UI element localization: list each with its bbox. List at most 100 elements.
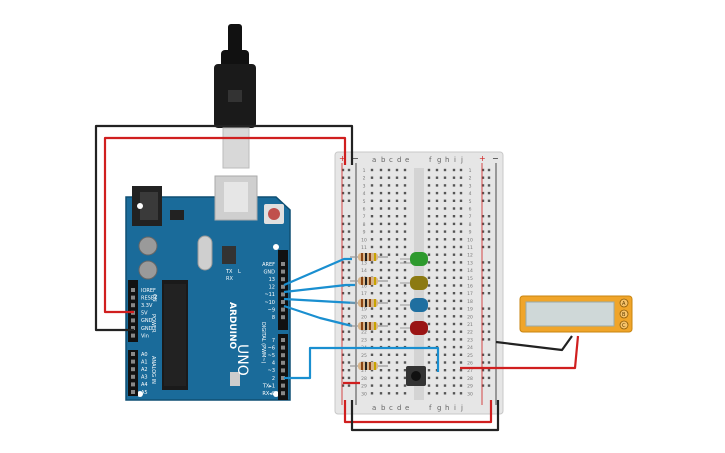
breadboard-hole	[403, 384, 407, 387]
led-red[interactable]	[400, 321, 428, 335]
header-pin[interactable]	[281, 353, 285, 358]
breadboard-hole	[370, 268, 374, 272]
header-pin[interactable]	[131, 374, 135, 379]
right-minus-label: −	[492, 154, 499, 163]
pin-label: 4	[272, 361, 275, 367]
display-pin-a[interactable]	[619, 298, 629, 308]
rail-hole	[347, 168, 351, 172]
breadboard-hole	[403, 376, 407, 380]
wire-gnd-black[interactable]	[94, 124, 354, 332]
l-label: L	[238, 269, 241, 275]
breadboard-hole	[435, 284, 439, 287]
breadboard-hole	[370, 168, 374, 172]
header-pin[interactable]	[281, 292, 285, 297]
header-pin[interactable]	[281, 315, 285, 320]
breadboard-hole	[435, 392, 439, 395]
wire-pin11-blue[interactable]	[283, 297, 356, 305]
resistor-1[interactable]	[350, 253, 388, 261]
header-pin[interactable]	[131, 295, 135, 300]
header-pin[interactable]	[131, 326, 135, 330]
breadboard-hole	[459, 353, 463, 356]
breadboard-hole	[379, 330, 383, 333]
header-pin[interactable]	[281, 307, 285, 312]
row-number: 23	[467, 337, 473, 343]
wire-rail-bottom-red[interactable]	[343, 400, 493, 424]
pin-label: 7	[272, 338, 275, 344]
header-pin[interactable]	[281, 383, 285, 388]
wire-5v-red[interactable]	[103, 136, 347, 314]
rail-hole	[347, 369, 351, 372]
breadboard-hole	[435, 376, 439, 380]
header-pin[interactable]	[131, 318, 135, 323]
led-green[interactable]	[400, 252, 428, 266]
header-pin[interactable]	[131, 352, 135, 356]
header-pin[interactable]	[131, 367, 135, 372]
header-pin[interactable]	[281, 269, 285, 274]
header-pin[interactable]	[281, 345, 285, 350]
display-module[interactable]: A B C	[519, 295, 633, 333]
reset-button[interactable]	[268, 208, 280, 220]
header-pin[interactable]	[281, 277, 285, 282]
display-pin-c[interactable]	[619, 320, 629, 330]
wire-display-vcc-red[interactable]	[460, 335, 580, 370]
header-pin[interactable]	[281, 360, 285, 365]
wire-pin2-blue[interactable]	[284, 346, 440, 380]
breadboard-hole	[459, 176, 463, 179]
rail-hole	[487, 215, 491, 218]
wire-rail-bottom-black[interactable]	[350, 400, 500, 432]
header-pin[interactable]	[131, 303, 135, 308]
arduino-model: UNO	[234, 344, 250, 376]
header-pin[interactable]	[131, 382, 135, 387]
led-blue[interactable]	[400, 298, 428, 312]
rail-hole	[481, 384, 485, 387]
wire-pin10-blue[interactable]	[283, 304, 353, 328]
breadboard-hole	[443, 299, 447, 303]
row-number: 7	[363, 214, 366, 220]
breadboard-hole	[452, 276, 456, 279]
rail-hole	[341, 369, 345, 372]
breadboard-hole	[370, 261, 374, 264]
pin-label: A1	[141, 359, 148, 365]
header-pin[interactable]	[281, 338, 285, 342]
resistor-2[interactable]	[350, 277, 388, 285]
header-pin[interactable]	[131, 359, 135, 364]
header-pin[interactable]	[281, 368, 285, 373]
resistor-4[interactable]	[350, 322, 388, 330]
breadboard-hole	[427, 299, 431, 303]
header-pin[interactable]	[281, 262, 285, 266]
breadboard-hole	[370, 215, 374, 218]
header-pin[interactable]	[131, 288, 135, 292]
wire-display-gnd-black[interactable]	[495, 335, 573, 352]
breadboard-hole	[427, 222, 431, 226]
row-number: 12	[467, 253, 473, 259]
header-pin[interactable]	[131, 333, 135, 338]
row-number: 27	[361, 368, 367, 374]
header-pin[interactable]	[281, 376, 285, 380]
header-pin[interactable]	[281, 391, 285, 396]
breadboard-holes	[341, 168, 491, 395]
breadboard-hole	[443, 230, 447, 233]
breadboard-hole	[403, 199, 407, 202]
header-pin[interactable]	[131, 390, 135, 394]
wire-pin12-blue[interactable]	[283, 283, 355, 294]
led-yellow[interactable]	[400, 276, 428, 290]
rail-hole	[481, 222, 485, 226]
wire-pin13-blue[interactable]	[283, 257, 352, 287]
resistor-3[interactable]	[350, 299, 388, 307]
push-button[interactable]	[406, 366, 426, 386]
header-pin[interactable]	[281, 300, 285, 304]
pin-label: 8	[272, 315, 275, 321]
pin-label: AREF	[262, 262, 275, 268]
display-pin-b[interactable]	[619, 309, 629, 319]
header-pin[interactable]	[281, 284, 285, 289]
rail-hole	[481, 215, 485, 218]
breadboard-hole	[427, 322, 431, 326]
breadboard-hole	[403, 222, 407, 226]
resistor-5[interactable]	[350, 362, 388, 370]
rail-hole	[487, 168, 491, 172]
arduino-uno-board[interactable]: ARDUINO UNO ON DIGITAL (PWM~) POWER ANAL…	[125, 175, 291, 401]
tx-label: TX	[225, 269, 233, 275]
row-number: 20	[361, 314, 367, 320]
pin-label: ~5	[268, 353, 275, 359]
